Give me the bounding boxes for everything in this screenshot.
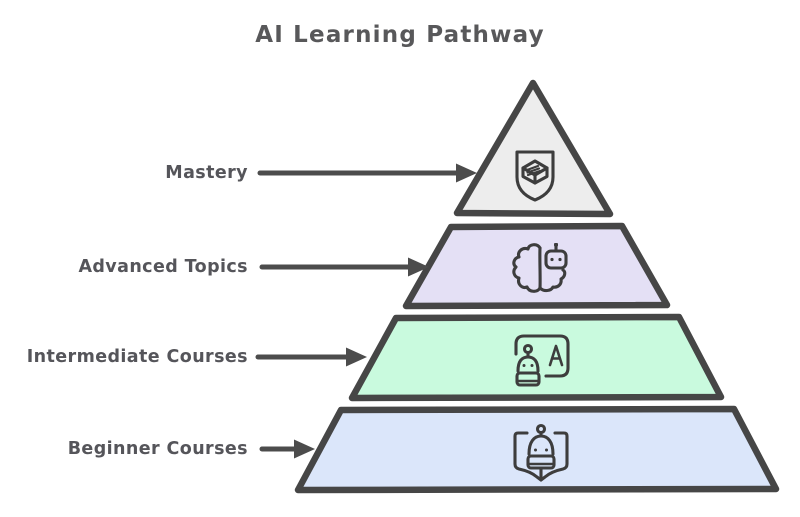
pyramid-bands <box>294 79 780 494</box>
label-advanced-topics: Advanced Topics <box>78 257 248 277</box>
label-intermediate-courses: Intermediate Courses <box>26 347 248 367</box>
intermediate-courses-arrow <box>255 347 367 367</box>
label-mastery: Mastery <box>165 163 248 183</box>
shield-badge-icon <box>515 150 555 202</box>
level-icons <box>512 150 570 482</box>
pyramid-level-2-band <box>402 222 671 310</box>
robot-book-icon <box>513 423 569 482</box>
pyramid-level-1-band <box>453 79 614 218</box>
pyramid-level-4-band <box>294 405 780 494</box>
pyramid-level-3-band <box>348 313 725 402</box>
label-beginner-courses: Beginner Courses <box>67 439 248 459</box>
advanced-topics-arrow <box>259 257 429 277</box>
ai-brain-icon <box>512 243 568 293</box>
robot-lesson-icon <box>514 334 570 387</box>
mastery-arrow <box>257 163 477 183</box>
label-arrows <box>255 163 477 459</box>
beginner-courses-arrow <box>259 439 315 459</box>
diagram-title: AI Learning Pathway <box>255 22 545 48</box>
